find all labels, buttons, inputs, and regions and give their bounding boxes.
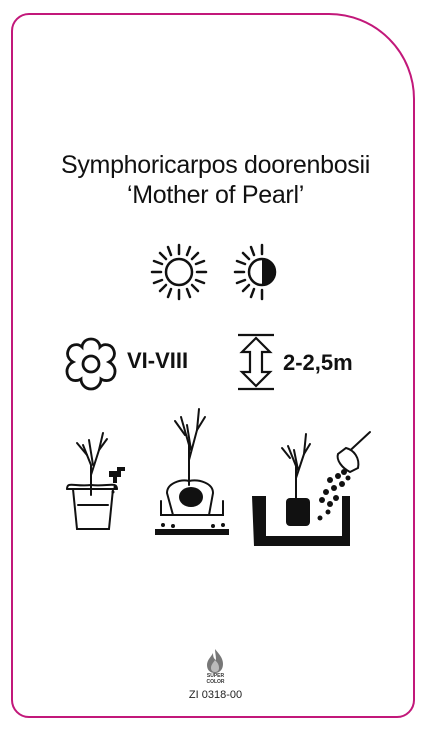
supercolor-flame-icon <box>207 649 223 673</box>
label-card <box>11 13 415 718</box>
flowering-months: VI-VIII <box>127 348 189 373</box>
flower-icon <box>65 337 117 391</box>
root-ball-soak-icon <box>155 408 229 535</box>
height-value: 2-2,5m <box>283 350 353 375</box>
height-arrow-icon <box>238 333 274 391</box>
sun-full-icon <box>150 243 208 301</box>
sun-half-shade-icon <box>233 243 277 301</box>
bucket-watering-icon <box>66 432 125 530</box>
logo-text-line1: SUPER <box>206 673 225 679</box>
plant-name-line1: Symphoricarpos doorenbosii <box>60 151 371 179</box>
planting-hole-icon <box>252 431 371 546</box>
product-code: ZI 0318-00 <box>188 689 243 701</box>
logo-text-line2: COLOR <box>206 679 225 685</box>
plant-name-line2: ‘Mother of Pearl’ <box>127 181 304 209</box>
